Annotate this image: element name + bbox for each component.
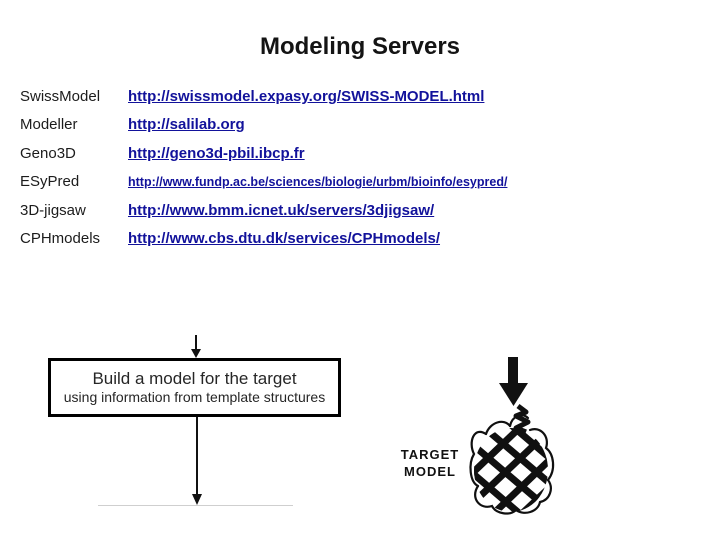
server-name: SwissModel [20,88,101,105]
server-link[interactable]: http://geno3d-pbil.ibcp.fr [128,145,305,162]
target-model-label-line2: MODEL [404,464,456,479]
target-model-label-line1: TARGET [400,447,460,462]
server-link[interactable]: http://salilab.org [128,116,245,133]
server-name: ESyPred [20,173,80,190]
server-name: Modeller [20,116,78,133]
target-model-label: TARGET MODEL [392,446,468,480]
faint-divider-line [98,505,293,506]
long-down-arrow-icon [192,417,202,505]
server-row: SwissModel http://swissmodel.expasy.org/… [20,88,484,105]
down-arrow-icon [191,335,201,358]
server-link[interactable]: http://swissmodel.expasy.org/SWISS-MODEL… [128,88,485,105]
protein-structure-image [469,404,555,515]
server-row: Modeller http://salilab.org [20,116,245,133]
server-link[interactable]: http://www.bmm.icnet.uk/servers/3djigsaw… [128,202,435,219]
build-model-box: Build a model for the target using infor… [48,358,341,417]
server-row: ESyPred http://www.fundp.ac.be/sciences/… [20,173,507,190]
server-row: Geno3D http://geno3d-pbil.ibcp.fr [20,145,305,162]
slide-title: Modeling Servers [259,33,461,60]
server-name: Geno3D [20,145,76,162]
server-row: CPHmodels http://www.cbs.dtu.dk/services… [20,230,440,247]
server-name: 3D-jigsaw [20,202,86,219]
thick-down-arrow-icon [499,357,528,406]
server-link[interactable]: http://www.cbs.dtu.dk/services/CPHmodels… [128,230,441,247]
server-link[interactable]: http://www.fundp.ac.be/sciences/biologie… [128,175,508,189]
build-model-box-title: Build a model for the target [92,369,297,388]
server-name: CPHmodels [20,230,101,247]
server-row: 3D-jigsaw http://www.bmm.icnet.uk/server… [20,202,434,219]
build-model-box-subtitle: using information from template structur… [63,389,326,405]
